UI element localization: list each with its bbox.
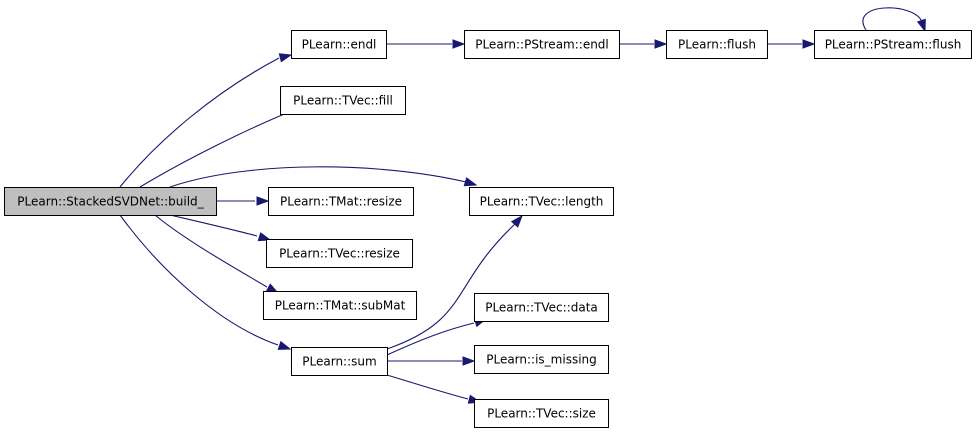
node-box[interactable] [469, 187, 614, 216]
node-endl[interactable]: PLearn::endl [291, 30, 387, 59]
edge-line [169, 214, 258, 237]
arrowhead-icon [916, 18, 926, 33]
edge-build-to-endl [119, 53, 293, 188]
arrowhead-icon [462, 356, 476, 366]
edge-build-to-tvec-resize [169, 214, 272, 242]
node-box[interactable] [474, 345, 609, 374]
node-label: PLearn::TMat::subMat [275, 299, 406, 313]
node-box[interactable] [4, 187, 217, 216]
node-label: PLearn::TVec::length [480, 195, 604, 209]
edge-flush-to-pstream-flush [767, 39, 816, 49]
node-label: PLearn::StackedSVDNet::build_ [17, 195, 204, 209]
node-pstream-endl[interactable]: PLearn::PStream::endl [464, 30, 620, 59]
node-box[interactable] [814, 30, 972, 59]
node-box[interactable] [291, 30, 387, 59]
node-label: PLearn::PStream::endl [475, 38, 609, 52]
edge-sum-to-is-missing [387, 356, 476, 366]
arrowhead-icon [463, 177, 478, 187]
edge-line [119, 57, 280, 188]
node-tvec-data[interactable]: PLearn::TVec::data [474, 293, 609, 322]
edge-line [169, 166, 467, 188]
edge-build-to-tmat-resize [216, 196, 270, 206]
node-label: PLearn::is_missing [486, 353, 597, 367]
edge-line [154, 214, 268, 288]
node-box[interactable] [280, 86, 406, 115]
node-label: PLearn::TVec::resize [279, 247, 400, 261]
edge-sum-to-tvec-size [386, 374, 482, 404]
edge-build-to-sum [119, 214, 292, 350]
edge-build-to-tmat-submat [154, 214, 280, 294]
edge-line [386, 322, 475, 356]
node-box[interactable] [474, 399, 609, 428]
node-tvec-resize[interactable]: PLearn::TVec::resize [266, 239, 413, 268]
edge-line [862, 7, 923, 31]
node-box[interactable] [474, 293, 609, 322]
arrowhead-icon [510, 214, 523, 228]
arrowhead-icon [278, 53, 293, 63]
arrowhead-icon [256, 196, 270, 206]
arrowhead-icon [277, 340, 292, 350]
edge-line [386, 374, 469, 400]
node-flush[interactable]: PLearn::flush [666, 30, 768, 59]
node-label: PLearn::TVec::size [487, 407, 596, 421]
arrowhead-icon [654, 39, 668, 49]
edge-line [386, 223, 516, 350]
arrowhead-icon [257, 232, 272, 242]
edge-pstream-endl-to-flush [619, 39, 668, 49]
node-is-missing[interactable]: PLearn::is_missing [474, 345, 609, 374]
arrowhead-icon [802, 39, 816, 49]
call-graph-nodes: PLearn::StackedSVDNet::build_ PLearn::end… [4, 30, 972, 428]
edge-build-to-tvec-fill [139, 105, 307, 188]
node-label: PLearn::TMat::resize [280, 195, 402, 209]
node-tvec-length[interactable]: PLearn::TVec::length [469, 187, 614, 216]
node-build[interactable]: PLearn::StackedSVDNet::build_ [4, 187, 217, 216]
node-label: PLearn::flush [678, 38, 756, 52]
node-sum[interactable]: PLearn::sum [291, 347, 388, 376]
node-label: PLearn::endl [302, 38, 377, 52]
edge-line [119, 214, 279, 346]
node-pstream-flush[interactable]: PLearn::PStream::flush [814, 30, 972, 59]
node-label: PLearn::TVec::data [485, 301, 598, 315]
node-tvec-size[interactable]: PLearn::TVec::size [474, 399, 609, 428]
node-label: PLearn::sum [302, 355, 376, 369]
node-box[interactable] [464, 30, 620, 59]
node-box[interactable] [268, 187, 414, 216]
node-label: PLearn::PStream::flush [825, 38, 962, 52]
edge-line [139, 109, 295, 188]
node-box[interactable] [266, 239, 413, 268]
edge-build-to-tvec-length [169, 166, 478, 188]
node-box[interactable] [291, 347, 388, 376]
edge-sum-to-tvec-data [386, 318, 488, 356]
arrowhead-icon [452, 39, 466, 49]
node-box[interactable] [263, 291, 417, 320]
node-tmat-submat[interactable]: PLearn::TMat::subMat [263, 291, 417, 320]
node-tmat-resize[interactable]: PLearn::TMat::resize [268, 187, 414, 216]
node-label: PLearn::TVec::fill [293, 94, 393, 108]
node-box[interactable] [666, 30, 768, 59]
edge-endl-to-pstream-endl [386, 39, 466, 49]
edge-sum-to-tvec-length [386, 214, 523, 350]
edge-pstream-flush-to-pstream-flush [862, 7, 926, 33]
node-tvec-fill[interactable]: PLearn::TVec::fill [280, 86, 406, 115]
